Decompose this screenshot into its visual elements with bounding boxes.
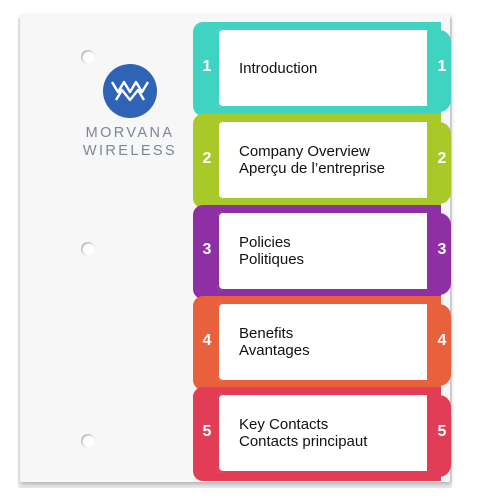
tab-2-title: Company Overview Aperçu de l’entreprise bbox=[239, 143, 429, 177]
logo-name-line1: MORVANA bbox=[85, 125, 175, 141]
tab-5-label-panel bbox=[217, 393, 429, 473]
tab-2[interactable]: 2 2 Company Overview Aperçu de l’entrepr… bbox=[193, 114, 455, 208]
tab-4-label-panel bbox=[217, 302, 429, 382]
tab-5-number-left: 5 bbox=[202, 423, 212, 440]
tab-5-title: Key Contacts Contacts principaut bbox=[239, 416, 429, 450]
tab-4-number-left: 4 bbox=[202, 332, 212, 349]
tab-3[interactable]: 3 3 Policies Politiques bbox=[193, 205, 455, 299]
tab-1-label-panel bbox=[217, 28, 429, 108]
tab-4[interactable]: 4 4 Benefits Avantages bbox=[193, 296, 455, 390]
tab-4-title: Benefits Avantages bbox=[239, 325, 429, 359]
tab-5-number-right: 5 bbox=[437, 423, 447, 440]
binder-hole-top bbox=[81, 50, 95, 64]
tab-3-title-fr: Politiques bbox=[239, 251, 305, 268]
tab-3-number-right: 3 bbox=[437, 241, 447, 258]
tab-1[interactable]: 1 1 Introduction bbox=[193, 22, 455, 116]
tab-5-title-fr: Contacts principaut bbox=[239, 433, 368, 450]
tab-5-ear[interactable] bbox=[429, 395, 451, 477]
tab-4-title-en: Benefits bbox=[239, 325, 294, 342]
tab-2-number-left: 2 bbox=[202, 150, 212, 167]
tab-3-ear[interactable] bbox=[429, 213, 451, 295]
mountain-logo-icon bbox=[103, 64, 157, 118]
tab-1-title-en: Introduction bbox=[239, 60, 318, 77]
tab-1-title: Introduction bbox=[239, 60, 429, 77]
tab-3-title: Policies Politiques bbox=[239, 234, 429, 268]
tab-2-title-en: Company Overview bbox=[239, 143, 370, 160]
logo-name-line2: WIRELESS bbox=[82, 143, 178, 159]
tab-1-number-left: 1 bbox=[202, 58, 212, 75]
tab-2-title-fr: Aperçu de l’entreprise bbox=[239, 160, 385, 177]
binder-hole-middle bbox=[81, 242, 95, 256]
tab-1-ear[interactable] bbox=[429, 30, 451, 112]
tab-3-title-en: Policies bbox=[239, 234, 291, 251]
tab-4-ear[interactable] bbox=[429, 304, 451, 386]
tab-4-title-fr: Avantages bbox=[239, 342, 310, 359]
tab-2-number-right: 2 bbox=[437, 150, 447, 167]
tab-3-label-panel bbox=[217, 211, 429, 291]
company-logo: MORVANA WIRELESS bbox=[75, 64, 185, 160]
tab-1-number-right: 1 bbox=[437, 58, 447, 75]
binder-hole-bottom bbox=[81, 434, 95, 448]
tab-2-ear[interactable] bbox=[429, 122, 451, 204]
tab-3-number-left: 3 bbox=[202, 241, 212, 258]
tab-2-label-panel bbox=[217, 120, 429, 200]
tab-5[interactable]: 5 5 Key Contacts Contacts principaut bbox=[193, 387, 455, 481]
tab-5-title-en: Key Contacts bbox=[239, 416, 329, 433]
tab-4-number-right: 4 bbox=[437, 332, 447, 349]
